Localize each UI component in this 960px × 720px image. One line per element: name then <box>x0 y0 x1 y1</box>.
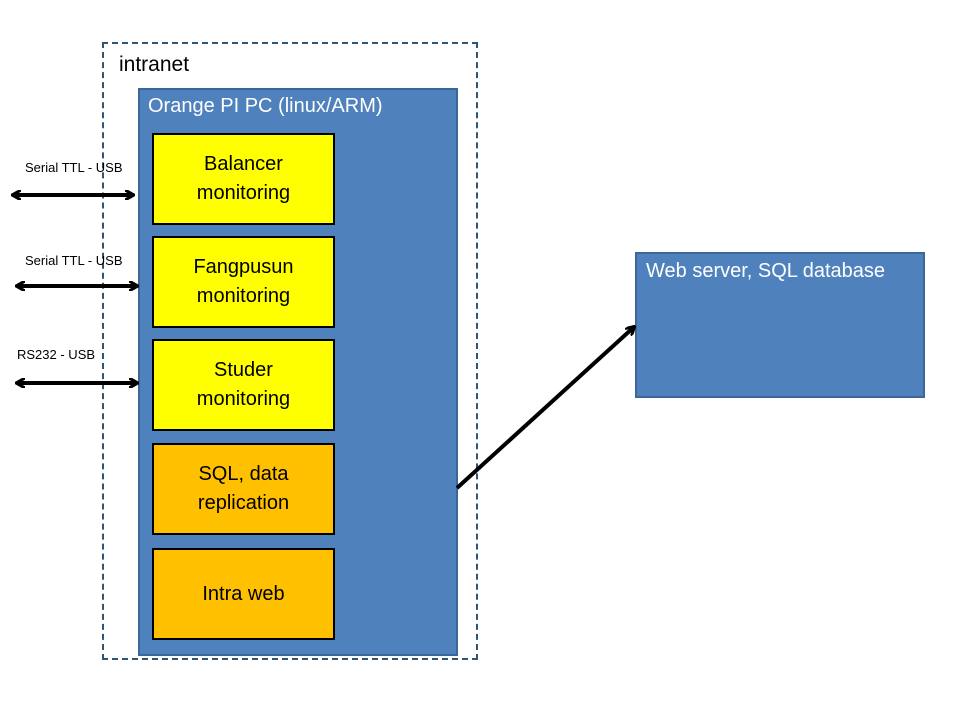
module-intra-web: Intra web <box>152 548 335 640</box>
orange-pi-pc-label: Orange PI PC (linux/ARM) <box>148 95 383 117</box>
web-server-label: Web server, SQL database <box>646 260 886 282</box>
module-balancer-monitoring: Balancer monitoring <box>152 133 335 225</box>
module-studer-monitoring: Studer monitoring <box>152 339 335 431</box>
intranet-boundary <box>102 42 478 660</box>
module-sql-data-replication: SQL, data replication <box>152 443 335 535</box>
module-label: SQL, data replication <box>197 463 290 514</box>
web-server-box <box>635 252 925 398</box>
module-label: Fangpusun monitoring <box>193 256 294 307</box>
module-label: Intra web <box>202 582 285 605</box>
module-label: Studer monitoring <box>196 359 291 410</box>
module-fangpusun-monitoring: Fangpusun monitoring <box>152 236 335 328</box>
link-label-balancer: Serial TTL - USB <box>25 160 123 175</box>
link-arrow-to-web-server <box>455 327 634 490</box>
link-label-studer: RS232 - USB <box>17 347 96 362</box>
link-label-fangpusun: Serial TTL - USB <box>25 253 123 268</box>
intranet-label: intranet <box>119 53 190 76</box>
module-label: Balancer monitoring <box>196 153 291 204</box>
